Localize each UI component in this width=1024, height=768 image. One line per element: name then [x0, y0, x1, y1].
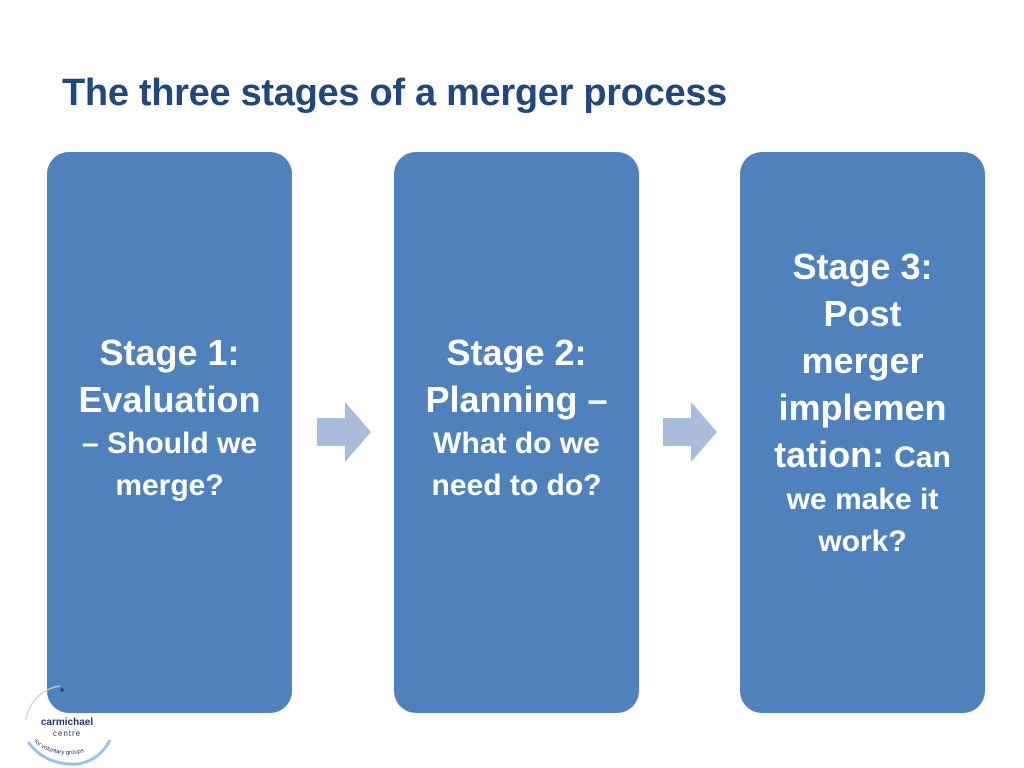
stage-2-box: Stage 2: Planning – What do we need to d…: [394, 152, 639, 713]
stage-1-heading-line-2: Evaluation: [78, 378, 261, 420]
logo-dot: [60, 688, 64, 692]
stage-2-content: Stage 2: Planning – What do we need to d…: [402, 329, 631, 507]
right-arrow-icon: [663, 402, 717, 462]
stage-2-heading-line-1: Stage 2:: [446, 331, 587, 373]
logo-arc-top: [25, 685, 61, 721]
logo-line2: centre: [53, 729, 81, 738]
stage-3-heading-line-1: Stage 3:: [792, 245, 933, 287]
carmichael-centre-logo: carmichael centre for voluntary groups: [25, 685, 112, 766]
stage-3-heading-tail: tation:: [774, 433, 885, 475]
stage-1-content: Stage 1: Evaluation – Should we merge?: [55, 329, 284, 507]
stage-2-subtext-line-1: What do we: [433, 426, 600, 460]
stage-2-heading-line-2: Planning –: [425, 378, 608, 420]
stage-3-heading-line-5: tation: Can: [748, 431, 977, 479]
right-arrow-icon: [317, 402, 371, 462]
stage-1-heading-line-1: Stage 1:: [99, 331, 240, 373]
logo-swoosh: [26, 739, 112, 766]
stage-3-subtext-inline: Can: [894, 440, 951, 474]
stage-3-heading-line-3: merger: [801, 339, 924, 381]
stage-2-subtext-line-2: need to do?: [431, 468, 602, 502]
stage-3-subtext-line-2: work?: [818, 524, 907, 558]
stage-3-box: Stage 3: Post merger implemen tation: Ca…: [740, 152, 985, 713]
stage-3-heading-line-2: Post: [823, 292, 902, 334]
stage-1-subtext-line-2: merge?: [115, 468, 224, 502]
logo-name: carmichael: [41, 717, 93, 728]
stage-3-content: Stage 3: Post merger implemen tation: Ca…: [748, 243, 977, 563]
stage-3-heading-line-4: implemen: [778, 386, 947, 428]
stage-1-box: Stage 1: Evaluation – Should we merge?: [47, 152, 292, 713]
stage-1-subtext-line-1: – Should we: [81, 426, 258, 460]
stage-3-subtext-line-1: we make it: [786, 482, 939, 516]
slide-title: The three stages of a merger process: [62, 72, 728, 114]
